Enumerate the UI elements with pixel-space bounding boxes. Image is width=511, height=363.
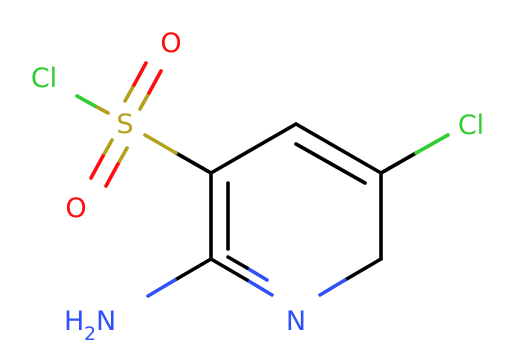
bond-c4-c5-inner [294, 142, 367, 185]
bond-c2-nh2-a [173, 257, 213, 282]
bond-s-o-bottom-1a [101, 138, 114, 158]
bonds [75, 61, 450, 298]
bond-s-o-top-1a [123, 83, 136, 103]
bond-s-o-top-2a [138, 91, 151, 111]
bond-s-cl-a [93, 104, 110, 115]
bond-s-o-top-1b [132, 61, 148, 87]
atom-cl-sulfonyl: Cl [31, 63, 57, 94]
bond-c4-c5 [294, 122, 383, 175]
atom-s: S [116, 109, 133, 140]
bond-s-o-bottom-1b [89, 154, 105, 180]
nh2-h: H [64, 306, 84, 337]
bond-c3-s-a [174, 151, 213, 175]
bond-c3-c4 [209, 122, 298, 175]
bond-s-o-top-2b [147, 69, 163, 95]
bond-c5-cl-a [379, 151, 418, 175]
atom-cl-ring: Cl [458, 110, 484, 141]
bond-s-o-bottom-2b [104, 162, 120, 188]
bond-n-c2-a [245, 278, 274, 297]
bond-n-c2-b [209, 257, 249, 282]
nh2-n: N [96, 306, 116, 337]
atom-o-top: O [160, 28, 181, 59]
bond-n-c2-inner-a [245, 266, 269, 282]
bond-c2-nh2-b [146, 278, 177, 298]
bond-s-cl-b [75, 94, 97, 108]
bond-c5-cl-b [414, 133, 450, 155]
bond-c6-n-b [318, 278, 347, 297]
atom-nh2: H 2 N [64, 306, 116, 345]
bond-c6-n-a [343, 257, 383, 282]
nh2-subscript: 2 [84, 323, 96, 345]
atom-labels: Cl O S O Cl N H 2 N [31, 28, 484, 345]
bond-s-o-bottom-2a [116, 146, 129, 166]
bond-n-c2-inner-b [226, 255, 249, 270]
atom-n-ring: N [286, 306, 306, 337]
atom-o-bottom: O [65, 193, 86, 224]
bond-c3-s-b [143, 133, 178, 155]
